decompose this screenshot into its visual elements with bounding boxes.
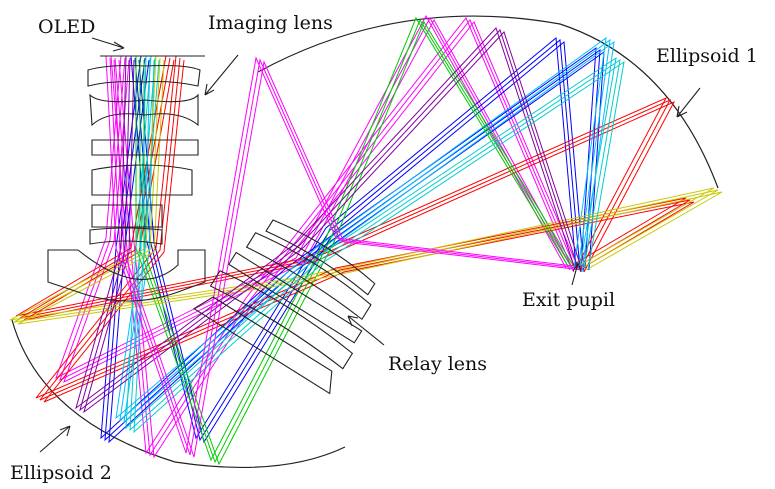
ray-trace — [123, 40, 615, 424]
ray-trace — [104, 48, 601, 442]
ray-trace — [19, 57, 672, 319]
ray-trace — [119, 38, 611, 422]
imaging-lens-group — [47, 64, 206, 302]
ray-trace — [55, 14, 567, 380]
lens-element — [265, 219, 376, 296]
ray-trace — [139, 18, 573, 464]
ray-trace — [110, 17, 572, 455]
ray-trace — [23, 59, 676, 321]
lens-element — [245, 232, 372, 321]
lens-element — [89, 227, 163, 245]
ray-bundle — [9, 14, 723, 466]
ray-trace — [39, 57, 691, 401]
ray-trace — [105, 55, 575, 454]
ray-trace — [59, 16, 571, 382]
lens-element — [228, 251, 363, 344]
ray-trace — [129, 57, 621, 432]
exit-pupil-arrow — [571, 262, 582, 286]
ellipsoid-2-surface — [11, 319, 346, 469]
lens-element — [192, 296, 333, 395]
ray-trace — [114, 19, 576, 457]
lens-element — [209, 270, 354, 370]
ellipsoid-1-arrow — [676, 87, 701, 118]
ray-trace — [35, 55, 687, 399]
ray-trace — [135, 16, 569, 462]
label-ellipsoid-2: Ellipsoid 2 — [10, 462, 112, 484]
lens-element — [91, 164, 193, 196]
relay-lens-group — [192, 219, 376, 395]
ray-trace — [125, 55, 617, 430]
ray-trace — [143, 20, 577, 466]
ray-trace — [113, 59, 583, 458]
ray-trace — [118, 21, 580, 459]
ray-trace — [109, 57, 579, 456]
lens-element — [91, 139, 199, 156]
ray-trace — [43, 59, 695, 403]
annotation-arrows — [39, 37, 701, 453]
ray-trace — [100, 46, 597, 440]
lens-element — [87, 64, 201, 87]
label-relay-lens: Relay lens — [388, 353, 487, 375]
lens-element — [47, 249, 206, 302]
oled-arrow — [91, 37, 125, 52]
ray-trace — [13, 57, 719, 323]
ellipsoid-2-arrow — [39, 425, 71, 453]
ray-trace — [133, 59, 625, 434]
lens-element — [89, 93, 199, 127]
imaging-lens-arrow — [204, 54, 239, 96]
lens-element — [91, 204, 163, 228]
label-ellipsoid-1: Ellipsoid 1 — [656, 45, 758, 67]
label-exit-pupil: Exit pupil — [522, 289, 615, 311]
label-imaging-lens: Imaging lens — [208, 12, 333, 34]
label-oled: OLED — [38, 16, 95, 38]
ray-trace — [63, 18, 575, 384]
ray-trace — [15, 55, 668, 317]
ray-trace — [17, 59, 723, 325]
ray-trace — [108, 50, 605, 444]
ray-trace — [79, 29, 579, 412]
ellipsoid-1-surface — [257, 15, 719, 189]
relay-lens-arrow — [347, 315, 385, 346]
ray-trace — [83, 31, 583, 414]
